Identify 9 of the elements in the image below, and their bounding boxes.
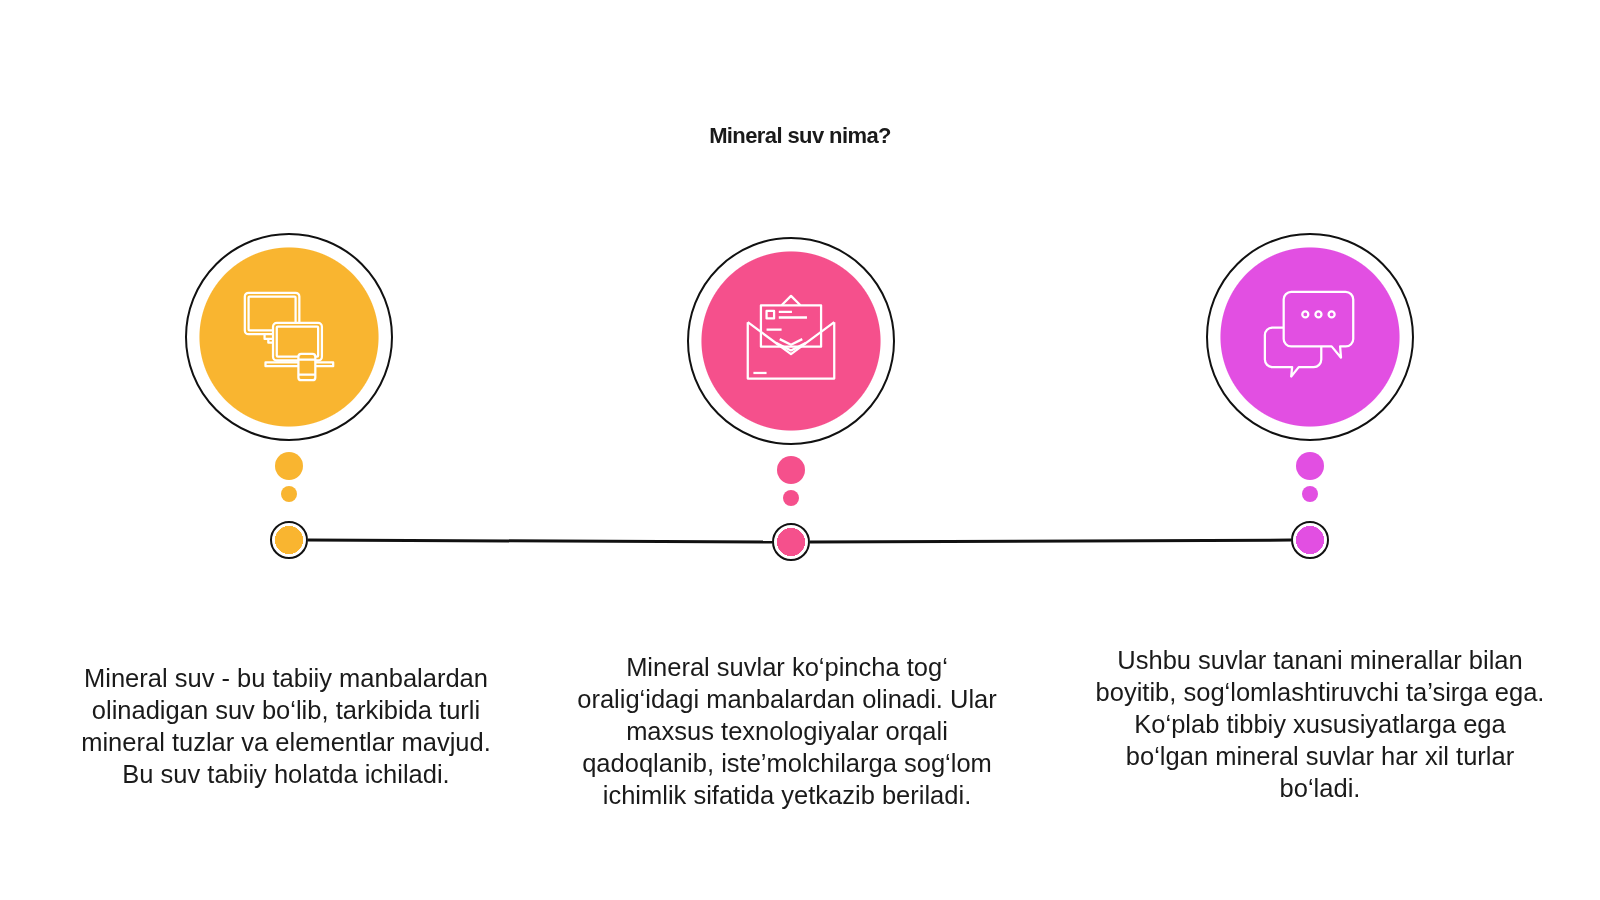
description-text: Mineral suvlar ko‘pincha tog‘ oralig‘idagi manbalardan olinadi. Ular maxsus texnologiyalar orqali qadoqlanib, iste’molchilarga sog‘lom ichimlik sifatida yetkazib beriladi. (576, 652, 998, 811)
timeline-line (810, 538, 1291, 544)
description-text: Ushbu suvlar tanani minerallar bilan boyitib, sog‘lomlashtiruvchi ta’sirga ega. Ko‘plab tibbiy xususiyatlarga ega bo‘lgan mineral suvlar har xil turlar bo‘ladi. (1094, 645, 1546, 804)
diagram-title: Mineral suv nima? (709, 123, 891, 148)
timeline-line (308, 538, 772, 544)
timeline-dot (772, 523, 810, 561)
timeline-dot (270, 521, 308, 559)
description-text: Mineral suv - bu tabiiy manbalardan olinadigan suv bo‘lib, tarkibida turli mineral tuzlar va elementlar mavjud. Bu suv tabiiy holatda ichiladi. (80, 663, 492, 790)
timeline-dot (1291, 521, 1329, 559)
